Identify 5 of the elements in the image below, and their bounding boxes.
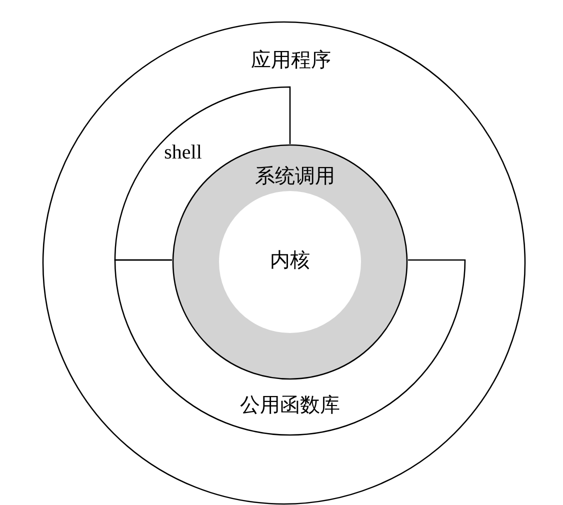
region-label: 系统调用 [255, 164, 335, 190]
region-label: 内核 [270, 248, 310, 274]
region-label: 公用函数库 [240, 394, 340, 418]
region-label: shell [164, 142, 202, 164]
region-label: 应用程序 [251, 48, 331, 74]
